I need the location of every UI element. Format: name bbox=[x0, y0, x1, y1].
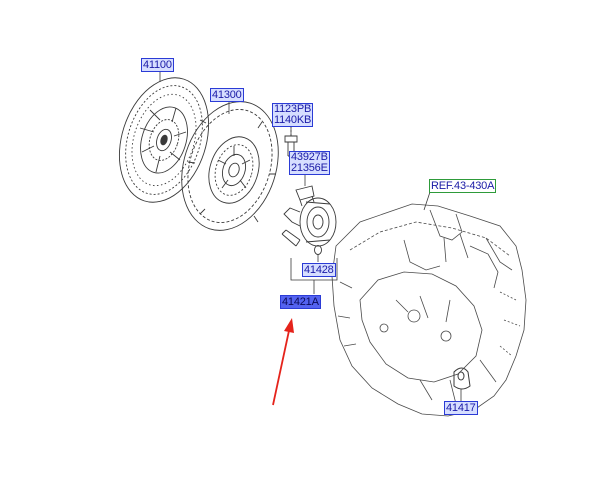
clutch-cover-drawing[interactable] bbox=[166, 89, 294, 243]
reference-label-transmission[interactable]: REF.43-430A bbox=[429, 179, 497, 193]
part-label-bolt[interactable]: 1123PB 1140KB bbox=[272, 103, 314, 127]
bracket-drawing[interactable] bbox=[295, 185, 315, 207]
part-label-43927b[interactable]: 43927B bbox=[291, 151, 328, 163]
part-label-21356e[interactable]: 21356E bbox=[291, 162, 328, 174]
part-label-1140kb[interactable]: 1140KB bbox=[274, 114, 312, 126]
pipe-seal-drawing[interactable] bbox=[314, 245, 322, 255]
part-label-41100[interactable]: 41100 bbox=[141, 58, 174, 72]
part-label-41417[interactable]: 41417 bbox=[444, 401, 478, 415]
highlight-arrow bbox=[272, 318, 294, 406]
part-label-bracket[interactable]: 43927B 21356E bbox=[289, 151, 330, 175]
transmission-housing-drawing[interactable] bbox=[331, 203, 527, 417]
concentric-slave-cylinder-drawing[interactable] bbox=[281, 197, 337, 247]
part-label-41428[interactable]: 41428 bbox=[302, 263, 336, 277]
part-label-41421a[interactable]: 41421A bbox=[280, 295, 321, 309]
part-label-41300[interactable]: 41300 bbox=[210, 88, 244, 102]
boot-drawing[interactable] bbox=[453, 367, 471, 390]
part-label-1123pb[interactable]: 1123PB bbox=[274, 103, 312, 115]
clutch-disc-drawing[interactable] bbox=[104, 66, 223, 214]
